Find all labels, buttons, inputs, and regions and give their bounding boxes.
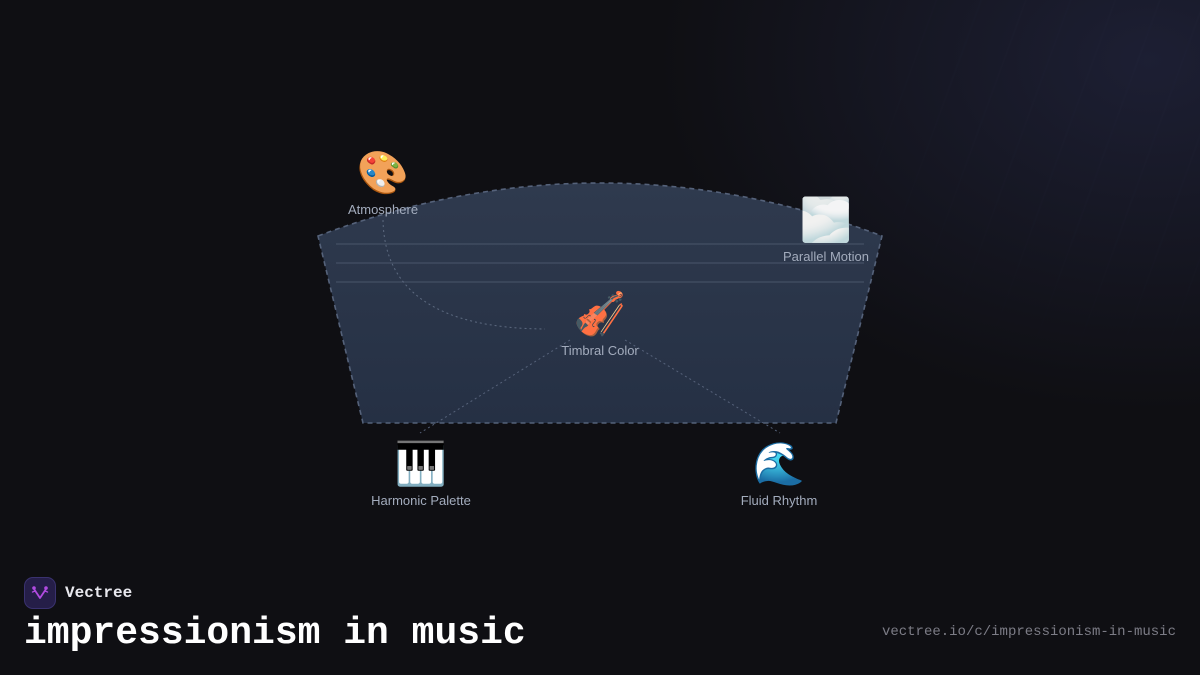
brand: Vectree <box>24 577 132 609</box>
node-atmosphere[interactable]: 🎨 Atmosphere <box>348 148 418 217</box>
fog-icon: 🌫️ <box>799 196 853 243</box>
connector-timbral-fluid <box>624 339 781 434</box>
node-timbral-color[interactable]: 🎻 Timbral Color <box>561 289 639 358</box>
node-harmonic-palette[interactable]: 🎹 Harmonic Palette <box>371 439 471 508</box>
node-label: Fluid Rhythm <box>740 493 818 508</box>
node-label: Timbral Color <box>561 343 639 358</box>
node-parallel-motion[interactable]: 🌫️ Parallel Motion <box>783 195 869 264</box>
wave-icon: 🌊 <box>752 440 806 487</box>
concept-region <box>317 182 883 424</box>
node-label: Harmonic Palette <box>371 493 471 508</box>
artist-palette-icon: 🎨 <box>356 149 410 196</box>
piano-keys-icon: 🎹 <box>394 440 448 487</box>
page-title: impressionism in music <box>24 612 526 655</box>
node-label: Atmosphere <box>347 202 419 217</box>
vectree-logo-icon <box>24 577 56 609</box>
brand-name: Vectree <box>65 584 133 602</box>
connector-atmosphere-timbral <box>382 219 546 330</box>
node-fluid-rhythm[interactable]: 🌊 Fluid Rhythm <box>741 439 818 508</box>
violin-icon: 🎻 <box>573 290 627 337</box>
page-url[interactable]: vectree.io/c/impressionism-in-music <box>881 624 1176 640</box>
node-label: Parallel Motion <box>783 249 869 264</box>
